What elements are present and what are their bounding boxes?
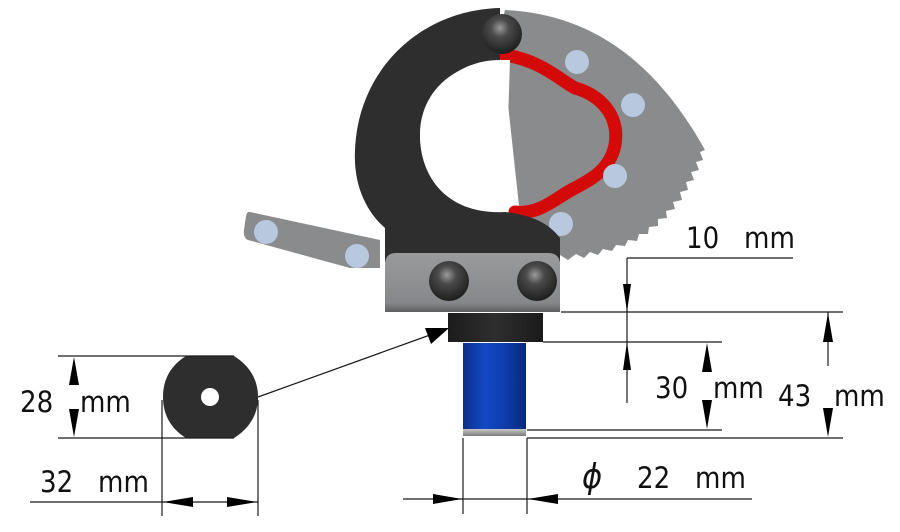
pin-length-unit: mm — [713, 371, 764, 405]
rivet-icon — [603, 164, 627, 188]
toothed-blade — [498, 10, 705, 260]
dimension-gap: 10 mm — [623, 221, 795, 403]
lever-arm — [243, 211, 380, 268]
diameter-symbol: ϕ — [582, 457, 602, 497]
rivet-icon — [345, 244, 369, 268]
washer-width-label: 32 mm — [40, 465, 149, 499]
gap-dimension-label: 10 mm — [686, 221, 795, 255]
hex-nut — [448, 313, 543, 342]
rivet-icon — [549, 212, 573, 236]
dimension-pin-length: 30 mm — [655, 343, 764, 429]
washer-detail — [163, 356, 258, 438]
total-height-unit: mm — [834, 379, 885, 413]
mounting-plate — [385, 253, 560, 312]
rivet-icon — [565, 50, 589, 74]
pin-length-value: 30 — [655, 371, 688, 405]
leader-arrow — [257, 328, 449, 398]
bolt-icon — [517, 261, 557, 301]
rivet-icon — [621, 93, 645, 117]
washer-height-unit: mm — [80, 385, 131, 419]
pin-diameter-label: 22 mm — [637, 461, 746, 495]
dimension-washer-width: 32 mm — [30, 400, 259, 516]
rivet-icon — [254, 220, 278, 244]
washer-height-value: 28 — [20, 385, 53, 419]
total-height-value: 43 — [778, 379, 811, 413]
cutter-body — [354, 8, 560, 262]
bolt-icon — [429, 261, 469, 301]
dimension-pin-diameter: ϕ 22 mm — [403, 438, 752, 514]
bolt-icon — [482, 14, 522, 54]
blue-pin — [463, 343, 526, 436]
dimension-washer-height: 28 mm — [20, 355, 234, 439]
dimension-total-height: 43 mm — [778, 312, 885, 437]
